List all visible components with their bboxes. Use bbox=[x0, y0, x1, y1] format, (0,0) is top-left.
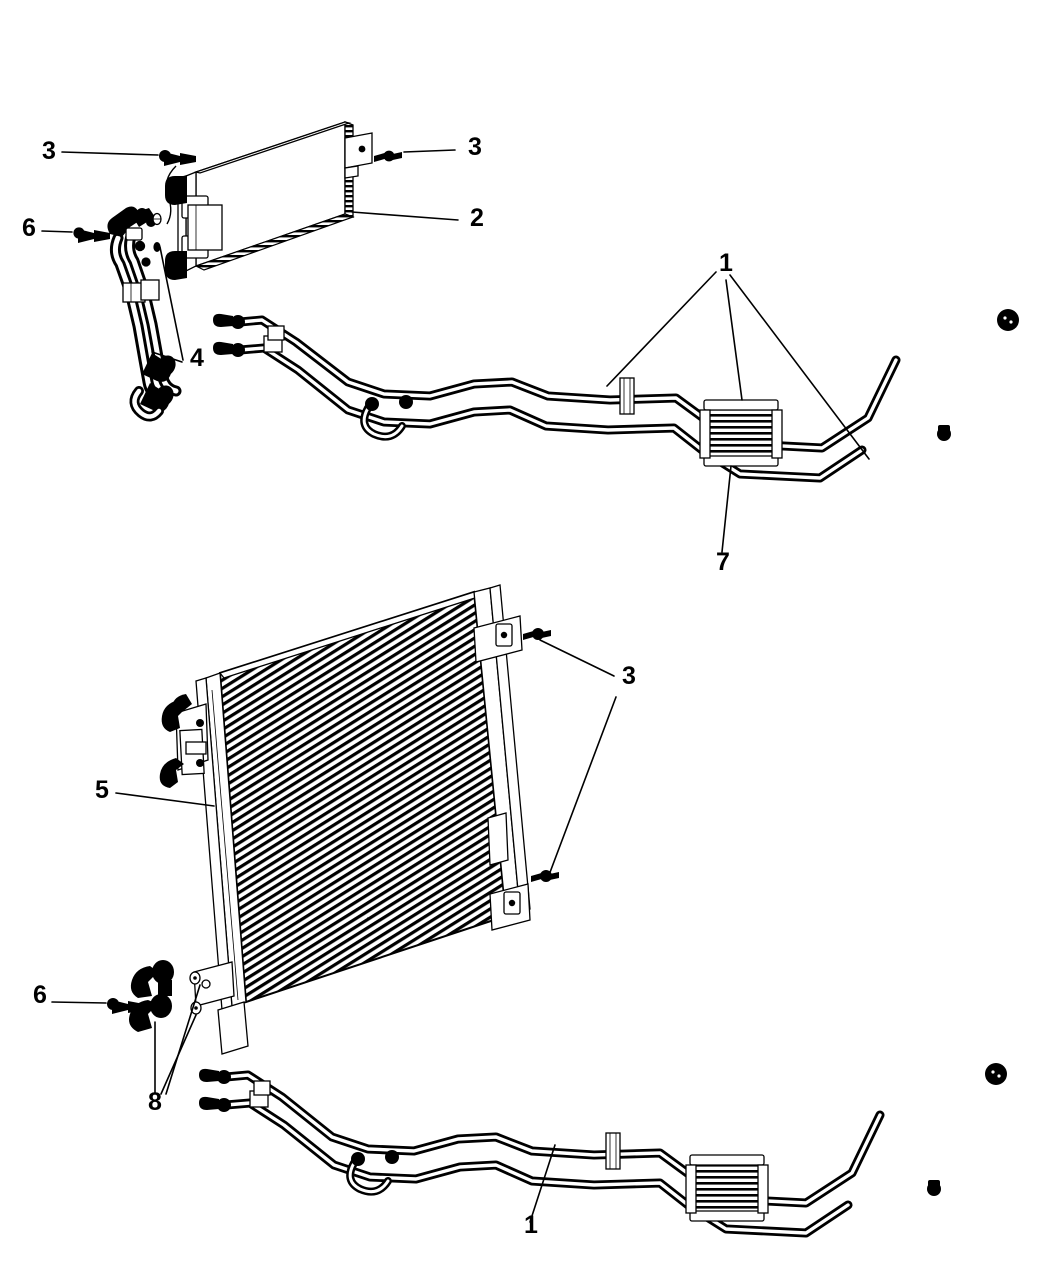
leader-4 bbox=[151, 246, 184, 363]
leader-3-upper-left bbox=[61, 151, 159, 156]
screw-6-lower bbox=[107, 998, 144, 1014]
condenser-hose-fittings bbox=[129, 960, 202, 1032]
cooler-lines-part4 bbox=[107, 206, 182, 422]
callout-4-lines: 4 bbox=[190, 344, 204, 372]
ac-condenser-part5 bbox=[159, 584, 531, 1055]
leader-6-upper bbox=[41, 230, 73, 233]
oil-cooler-line-assembly-part1-upper bbox=[213, 309, 1019, 483]
leader-5-condenser bbox=[115, 792, 215, 807]
callout-6-upper: 6 bbox=[22, 214, 36, 242]
callout-3-upper-right: 3 bbox=[468, 133, 482, 161]
screw-3-lower-top bbox=[523, 628, 551, 640]
seal-washers-part4 bbox=[152, 212, 162, 252]
screw-3-lower-bottom bbox=[531, 870, 559, 882]
leader-6-lower bbox=[51, 1001, 107, 1004]
leader-2-cooler bbox=[351, 211, 459, 221]
callout-3-upper-left: 3 bbox=[42, 137, 56, 165]
callout-1-upper: 1 bbox=[719, 249, 733, 277]
leader-3-upper-right bbox=[403, 149, 456, 153]
callout-2-cooler: 2 bbox=[470, 204, 484, 232]
callout-1-lower: 1 bbox=[524, 1211, 538, 1239]
callout-7-inline: 7 bbox=[716, 548, 730, 576]
inline-cooler-part7-upper bbox=[699, 399, 783, 467]
screw-3-upper-left bbox=[159, 150, 196, 225]
leader-7-upper bbox=[721, 465, 732, 553]
leader-8-seals bbox=[154, 984, 201, 1095]
leader-1-lower bbox=[529, 1144, 556, 1223]
leader-3-lower bbox=[539, 639, 617, 876]
callout-3-lower: 3 bbox=[622, 662, 636, 690]
callout-5-condenser: 5 bbox=[95, 776, 109, 804]
screw-3-upper-right bbox=[374, 150, 402, 162]
transmission-oil-cooler-part2 bbox=[165, 121, 373, 280]
screw-6-upper bbox=[73, 227, 110, 243]
callout-8-seals: 8 bbox=[148, 1088, 162, 1116]
leader-1-upper bbox=[606, 271, 870, 460]
oil-cooler-line-assembly-part1-lower bbox=[199, 1063, 1007, 1238]
callout-6-lower: 6 bbox=[33, 981, 47, 1009]
